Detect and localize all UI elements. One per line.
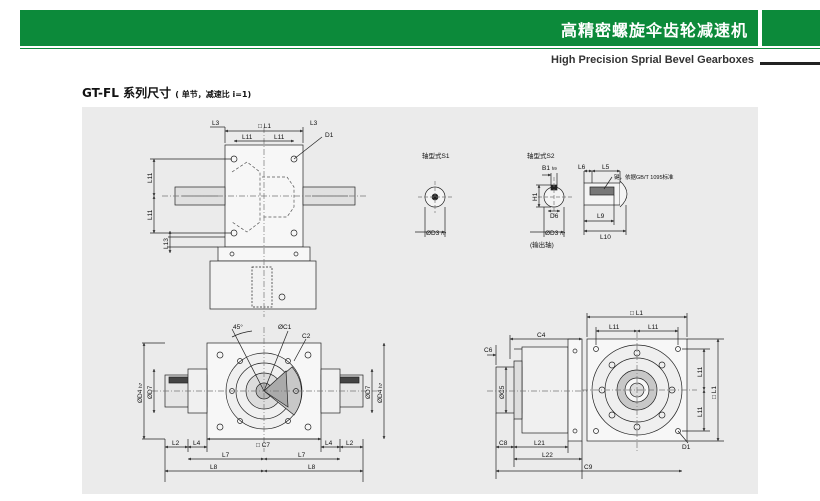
dim-l10: L10: [600, 234, 611, 241]
shaft-s1-view: [415, 181, 452, 237]
dim-l11-right-right: L11: [648, 324, 659, 331]
dim-l8-right: L8: [308, 464, 316, 471]
header-subtitle: High Precision Sprial Bevel Gearboxes: [551, 54, 754, 66]
dim-d1-bottom: D1: [682, 444, 691, 451]
dim-l6: L6: [578, 164, 586, 171]
dim-c2: C2: [302, 333, 311, 340]
dim-l7-left: L7: [222, 452, 230, 459]
dim-c9: C9: [584, 464, 593, 471]
dim-l11-top-left: L11: [242, 134, 253, 141]
shaft-key-detail: [583, 169, 628, 235]
dim-l5: L5: [602, 164, 610, 171]
dim-l3-left: L3: [212, 120, 220, 127]
dim-sq-l1-top: □ L1: [258, 123, 271, 130]
dim-angle-45: 45°: [233, 323, 243, 331]
dim-d6: D6: [550, 213, 559, 220]
dim-phi-c1: ØC1: [278, 324, 292, 331]
dim-d1-top: D1: [325, 132, 334, 139]
dim-l3-right: L3: [310, 120, 318, 127]
dim-d4-left: ØD4 h7: [137, 382, 144, 403]
shaft-s1-label: 轴型式S1: [422, 151, 450, 160]
dim-sq-c7: □ C7: [256, 442, 270, 449]
key-note: 键，依据GB/T 1095标准: [614, 173, 674, 181]
dim-l4-left: L4: [193, 440, 201, 447]
section-title: GT-FL 系列尺寸: [82, 86, 172, 100]
dim-l11-top-right: L11: [274, 134, 285, 141]
dim-l11-right-left: L11: [609, 324, 620, 331]
header-sub-bar: [760, 62, 820, 65]
dim-l7-right: L7: [298, 452, 306, 459]
dim-c5: ØC5: [499, 385, 506, 399]
dim-l22: L22: [542, 452, 553, 459]
dim-b1: B1 h9: [542, 165, 557, 172]
dim-h1: H1: [532, 192, 539, 201]
header-rule: [20, 48, 820, 49]
dim-d3-s1: ØD3 h7: [426, 230, 447, 237]
dim-l11-vertical-bottom: L11: [697, 406, 704, 417]
technical-drawing: L3 □ L1 L3 L11 L11 D1 L11 L11 L13 轴型式S1 …: [137, 120, 724, 482]
dim-c8: C8: [499, 440, 508, 447]
front-view-bottom-left: [142, 327, 386, 482]
header-bar: 高精密螺旋伞齿轮减速机: [20, 10, 758, 46]
dim-l21: L21: [534, 440, 545, 447]
shaft-s2-view: [530, 173, 572, 237]
dim-l2-left: L2: [172, 440, 180, 447]
dim-l11-vertical-top: L11: [697, 366, 704, 377]
dim-l1-vertical: □ L1: [711, 386, 718, 399]
dim-l9: L9: [597, 213, 605, 220]
section-note: ( 单节，减速比 i=1): [175, 90, 252, 99]
dim-c6: C6: [484, 347, 493, 354]
technical-drawing-panel: L3 □ L1 L3 L11 L11 D1 L11 L11 L13 轴型式S1 …: [82, 107, 758, 494]
header-accent-block: [762, 10, 820, 46]
dim-l11-left-bottom: L11: [147, 209, 154, 220]
section-heading: GT-FL 系列尺寸 ( 单节，减速比 i=1): [82, 84, 251, 101]
dim-d7-right: ØD7: [365, 385, 372, 399]
dim-c4: C4: [537, 332, 546, 339]
front-view-bottom-right: [582, 313, 724, 452]
dim-d4-right: ØD4 h7: [377, 382, 384, 403]
dim-l8-left: L8: [210, 464, 218, 471]
side-view-top: [150, 126, 367, 317]
dim-sq-l1-right: □ L1: [630, 310, 643, 317]
dim-l4-right: L4: [325, 440, 333, 447]
shaft-s2-label: 轴型式S2: [527, 151, 555, 160]
side-view-bottom-right: [487, 335, 682, 479]
dim-l13: L13: [163, 238, 170, 249]
header-title: 高精密螺旋伞齿轮减速机: [560, 21, 748, 40]
dim-l2-right: L2: [346, 440, 354, 447]
dim-d3-s2: ØD3 h7: [545, 230, 566, 237]
dim-d7-left: ØD7: [147, 385, 154, 399]
output-shaft-note: (输出轴): [530, 240, 554, 249]
dim-l11-left-top: L11: [147, 172, 154, 183]
